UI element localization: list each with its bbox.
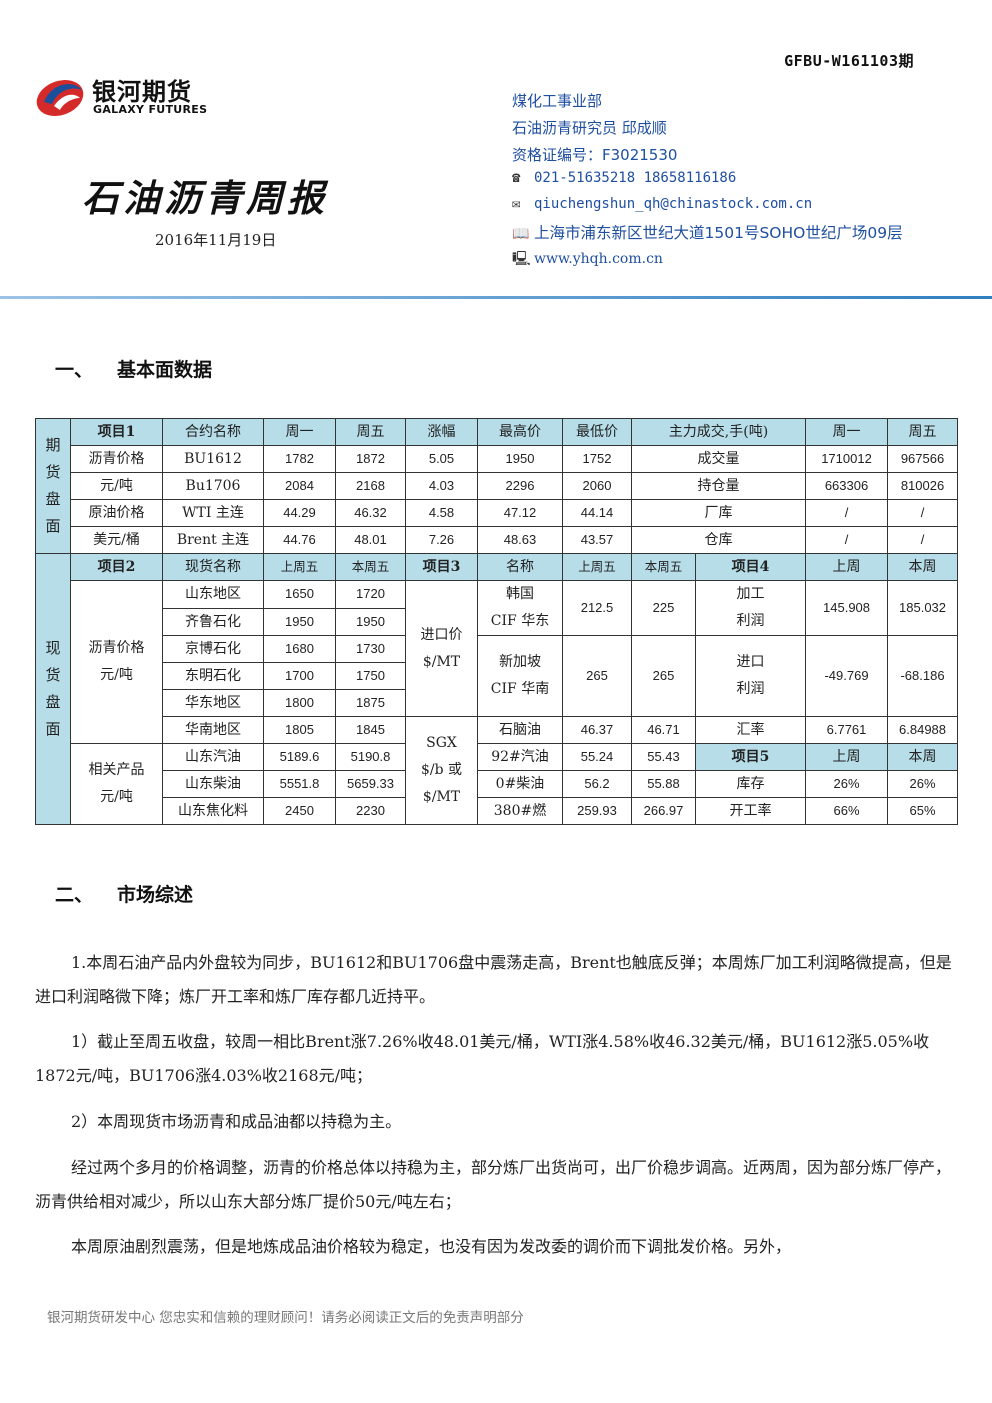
table-header: 上周五: [263, 553, 336, 581]
computer-icon: 🖳: [512, 251, 531, 267]
table-header: 本周: [887, 743, 959, 771]
website-line: 🖳www.yhqh.com.cn: [512, 248, 663, 272]
phone-line: ☎ 021-51635218 18658116186: [512, 170, 736, 186]
report-date: 2016年11月19日: [155, 231, 277, 249]
paragraph: 经过两个多月的价格调整，沥青的价格总体以持稳为主，部分炼厂出货尚可，出厂价稳步调…: [35, 1158, 952, 1211]
email-link[interactable]: qiuchengshun_qh@chinastock.com.cn: [534, 196, 813, 212]
table-header: 项目5: [694, 743, 807, 771]
table-header: 最高价: [477, 418, 563, 446]
table-header: 周一: [263, 418, 336, 446]
website-link[interactable]: www.yhqh.com.cn: [534, 251, 663, 267]
table-header: 项目3: [405, 553, 478, 581]
fundamentals-table: 期货盘面 项目1 合约名称 周一 周五 涨幅 最高价 最低价 主力成交,手(吨)…: [35, 418, 959, 825]
paragraph: 2）本周现货市场沥青和成品油都以持稳为主。: [71, 1112, 402, 1131]
email-icon: ✉: [512, 196, 521, 212]
spot-label: 现货盘面: [35, 553, 71, 825]
paragraph: 本周原油剧烈震荡，但是地炼成品油价格较为稳定，也没有因为发改委的调价而下调批发价…: [71, 1237, 792, 1256]
futures-label: 期货盘面: [35, 418, 71, 554]
book-icon: 📖: [512, 226, 530, 242]
table-header: 周一: [805, 418, 889, 446]
table-header: 名称: [477, 553, 563, 581]
galaxy-logo-icon: [36, 80, 84, 116]
table-header: 涨幅: [405, 418, 478, 446]
header-rule: [0, 296, 992, 299]
phone-icon: ☎: [512, 170, 521, 186]
department: 煤化工事业部: [512, 92, 603, 110]
table-header: 本周五: [335, 553, 406, 581]
section-heading-fundamentals: 一、基本面数据: [55, 359, 213, 381]
issue-number: GFBU-W161103期: [784, 52, 914, 70]
table-header: 周五: [887, 418, 959, 446]
phone-number: 021-51635218 18658116186: [534, 170, 737, 186]
table-header: 本周五: [631, 553, 696, 581]
table-header: 周五: [335, 418, 406, 446]
certificate: 资格证编号：F3021530: [512, 146, 678, 164]
logo-text: 银河期货: [92, 78, 192, 106]
table-header: 合约名称: [162, 418, 264, 446]
email-line: ✉ qiuchengshun_qh@chinastock.com.cn: [512, 196, 812, 212]
table-header: 项目1: [70, 418, 163, 446]
researcher: 石油沥青研究员 邱成顺: [512, 119, 667, 137]
table-header: 本周: [887, 553, 959, 581]
table-header: 最低价: [562, 418, 632, 446]
footer-disclaimer: 银河期货研发中心 您忠实和信赖的理财顾问！请务必阅读正文后的免责声明部分: [47, 1310, 524, 1326]
paragraph: 1）截止至周五收盘，较周一相比Brent涨7.26%收48.01美元/桶，WTI…: [35, 1032, 930, 1085]
table-header: 主力成交,手(吨): [630, 418, 807, 446]
report-title: 石油沥青周报: [82, 176, 328, 220]
address-line: 📖上海市浦东新区世纪大道1501号SOHO世纪广场09层: [512, 221, 903, 243]
table-header: 现货名称: [162, 553, 264, 581]
table-header: 上周五: [562, 553, 632, 581]
table-header: 项目2: [70, 553, 163, 581]
section-heading-market-review: 二、市场综述: [55, 884, 194, 906]
table-header: 项目4: [694, 553, 807, 581]
table-header: 上周: [805, 743, 889, 771]
paragraph: 1.本周石油产品内外盘较为同步，BU1612和BU1706盘中震荡走高，Bren…: [35, 953, 952, 1006]
address: 上海市浦东新区世纪大道1501号SOHO世纪广场09层: [534, 224, 903, 242]
table-header: 上周: [805, 553, 889, 581]
logo-english: GALAXY FUTURES: [93, 103, 208, 116]
